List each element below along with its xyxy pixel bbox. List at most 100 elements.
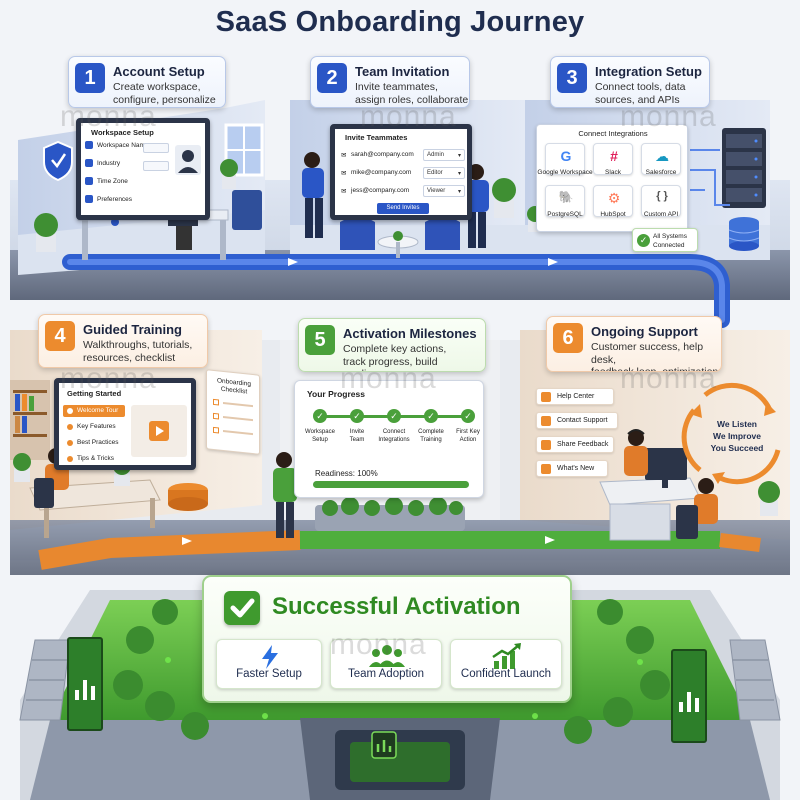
bullet-icon	[67, 456, 73, 462]
readiness-label: Readiness: 100%	[315, 469, 378, 478]
support-item-share-feedback: Share Feedback	[536, 436, 614, 453]
integrations-panel: Connect Integrations G # ☁ Google Worksp…	[536, 124, 688, 232]
milestone-label: Action	[459, 437, 477, 443]
workspace-setup-title: Workspace Setup	[91, 128, 154, 137]
integration-label: Google Workspace	[537, 169, 593, 176]
user-icon	[178, 150, 198, 173]
feedback-loop-text: We Listen We Improve You Succeed	[700, 418, 774, 454]
send-invites-button: Send Invites	[377, 203, 429, 214]
checkbox-icon	[213, 412, 219, 420]
step-title: Activation Milestones	[343, 326, 477, 341]
step-card-guided-training: 4 Guided Training Walkthroughs, tutorial…	[38, 314, 208, 368]
checkbox-icon	[213, 398, 219, 406]
getting-started-screen: Getting Started Welcome Tour Key Feature…	[54, 378, 196, 470]
support-item-whats-new: What's New	[536, 460, 608, 477]
benefit-card-confident-launch: Confident Launch	[450, 639, 562, 689]
training-item-label: Best Practices	[77, 439, 119, 446]
milestone-check-icon: ✓	[461, 409, 475, 423]
video-player	[131, 405, 187, 457]
integration-label: PostgreSQL	[547, 211, 583, 218]
step-title: Account Setup	[113, 64, 205, 79]
checkmark-icon	[224, 591, 260, 625]
step-title: Integration Setup	[595, 64, 702, 79]
milestone-label: Training	[420, 437, 442, 443]
step-description: Connect tools, data sources, and APIs	[595, 81, 686, 106]
integration-tile: ⚙	[593, 185, 633, 217]
field-input	[143, 143, 169, 153]
role-select: Admin▾	[423, 149, 465, 161]
book-icon	[541, 392, 551, 402]
page-title: SaaS Onboarding Journey	[215, 6, 585, 38]
chat-icon	[541, 440, 551, 450]
step-number: 6	[553, 323, 583, 353]
readiness-bar-fill	[313, 481, 469, 488]
invite-teammates-screen: Invite Teammates ✉ sarah@company.com Adm…	[330, 124, 472, 220]
step-number: 2	[317, 63, 347, 93]
step-card-account-setup: 1 Account Setup Create workspace, config…	[68, 56, 226, 108]
salesforce-icon: ☁	[655, 148, 669, 164]
status-text: Connected	[653, 242, 685, 249]
checkbox-icon	[85, 141, 93, 149]
training-item-label: Welcome Tour	[77, 407, 119, 414]
workspace-setup-screen: Workspace Setup Workspace Name Industry …	[76, 118, 210, 220]
invite-title: Invite Teammates	[345, 133, 408, 142]
milestone-label: Workspace	[305, 429, 335, 435]
support-item-contact-support: Contact Support	[536, 412, 618, 429]
email-icon: ✉	[341, 170, 347, 177]
field-label: Industry	[97, 160, 121, 167]
role-label: Editor	[427, 170, 443, 176]
role-label: Admin	[427, 152, 445, 158]
integration-tile: ☁	[641, 143, 681, 175]
checkbox-icon	[85, 177, 93, 185]
milestone-check-icon: ✓	[424, 409, 438, 423]
role-select: Editor▾	[423, 167, 465, 179]
team-icon	[369, 645, 405, 667]
step-title: Team Invitation	[355, 64, 450, 79]
integration-tile: 🐘	[545, 185, 585, 217]
milestone-label: Setup	[312, 437, 328, 443]
benefit-card-faster-setup: Faster Setup	[216, 639, 322, 689]
field-label: Workspace Name	[97, 142, 149, 149]
all-systems-connected-badge: ✓ All Systems Connected	[632, 228, 698, 252]
bullet-icon	[67, 440, 73, 446]
checkbox-icon	[85, 159, 93, 167]
bullet-icon	[67, 408, 73, 414]
headset-icon	[541, 416, 551, 426]
milestone-label: Complete	[418, 429, 444, 435]
benefit-label: Faster Setup	[236, 668, 302, 680]
step-description: Customer success, help desk, feedback lo…	[591, 341, 719, 372]
step-card-ongoing-support: 6 Ongoing Support Customer success, help…	[546, 316, 722, 372]
milestone-check-icon: ✓	[387, 409, 401, 423]
integration-tile: { }	[641, 185, 681, 217]
step-number: 1	[75, 63, 105, 93]
readiness-bar	[313, 481, 469, 488]
training-item-label: Key Features	[77, 423, 116, 430]
benefit-label: Team Adoption	[347, 668, 425, 680]
integration-label: HubSpot	[600, 211, 626, 218]
google-icon: G	[560, 148, 572, 164]
slack-icon: #	[610, 148, 618, 164]
milestone-check-icon: ✓	[313, 409, 327, 423]
step-card-team-invitation: 2 Team Invitation Invite teammates, assi…	[310, 56, 470, 108]
step-number: 5	[305, 325, 335, 355]
integration-label: Salesforce	[645, 169, 677, 176]
field-input	[143, 161, 169, 171]
step-description: Invite teammates, assign roles, collabor…	[355, 81, 469, 106]
field-label: Time Zone	[97, 178, 128, 185]
avatar	[175, 145, 201, 175]
invite-email: jess@company.com	[351, 187, 410, 194]
successful-activation-card: Successful Activation Faster Setup Team …	[202, 575, 572, 703]
step-description: Complete key actions, track progress, bu…	[343, 343, 447, 371]
training-title: Getting Started	[67, 389, 122, 398]
milestone-label: Invite	[349, 429, 365, 435]
loop-line: We Improve	[712, 431, 762, 441]
email-icon: ✉	[341, 152, 347, 159]
growth-chart-icon	[492, 643, 521, 669]
play-icon	[149, 421, 169, 441]
role-label: Viewer	[427, 188, 446, 194]
milestone-label: Connect	[382, 429, 406, 435]
step-number: 4	[45, 321, 75, 351]
role-select: Viewer▾	[423, 185, 465, 197]
